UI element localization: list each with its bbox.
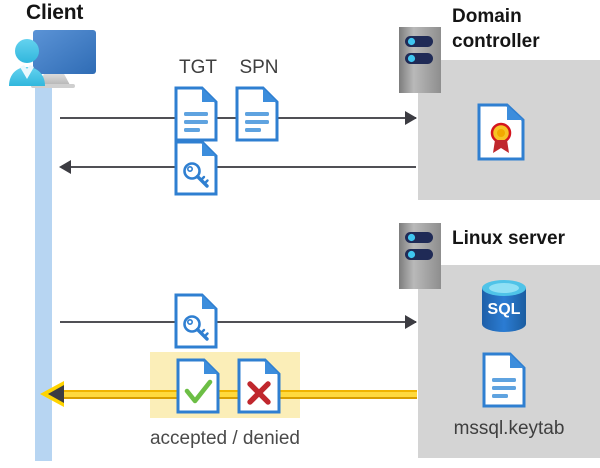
accepted-denied-label: accepted / denied <box>149 428 300 449</box>
server-rack-icon-dc <box>398 26 442 94</box>
spn-document-icon <box>235 86 279 142</box>
tgt-document-icon <box>174 86 218 142</box>
flow-arrowhead-1 <box>405 111 417 125</box>
keytab-label: mssql.keytab <box>453 418 565 439</box>
server-rack-icon-linux <box>398 222 442 290</box>
client-lifeline <box>35 80 52 461</box>
flow-line-3 <box>60 321 416 323</box>
spn-label: SPN <box>239 57 279 78</box>
denied-document-cross-icon <box>237 358 281 414</box>
svg-text:SQL: SQL <box>488 301 521 318</box>
page-title-client: Client <box>26 1 84 24</box>
page-title-linux-server: Linux server <box>452 228 565 249</box>
flow-arrowhead-3 <box>405 315 417 329</box>
accepted-document-check-icon <box>176 358 220 414</box>
client-computer-user-icon <box>5 24 101 94</box>
tgt-label: TGT <box>179 57 217 78</box>
page-title-domain-controller: Domain controller <box>452 6 540 52</box>
certificate-document-icon <box>477 103 525 161</box>
request-key-document-icon <box>174 293 218 349</box>
sql-database-icon: SQL <box>478 278 530 334</box>
flow-arrowhead-2 <box>59 160 71 174</box>
keytab-document-icon <box>482 352 526 408</box>
ticket-key-document-icon <box>174 140 218 196</box>
flow-arrowhead-4-inner <box>48 385 64 403</box>
flow-line-2 <box>70 166 416 168</box>
